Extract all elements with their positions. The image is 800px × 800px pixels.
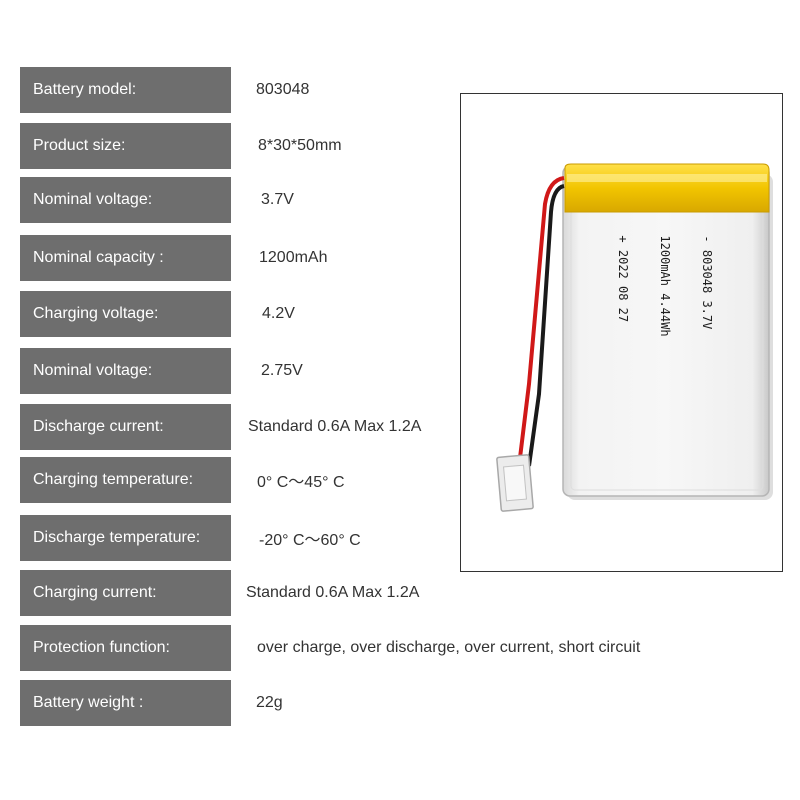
battery-print-line: - 803048 3.7V <box>700 235 714 330</box>
spec-label: Protection function: <box>20 625 231 671</box>
connector-inner <box>503 464 527 502</box>
spec-label: Nominal capacity : <box>20 235 231 281</box>
spec-row-cutoff-voltage: Nominal voltage: 2.75V <box>0 348 800 394</box>
spec-row-charging-voltage: Charging voltage: 4.2V <box>0 291 800 337</box>
spec-value: 1200mAh <box>259 249 328 266</box>
spec-row-nominal-voltage: Nominal voltage: 3.7V <box>0 177 800 223</box>
spec-row-discharge-current: Discharge current: Standard 0.6A Max 1.2… <box>0 404 800 450</box>
spec-row-nominal-capacity: Nominal capacity : 1200mAh <box>0 235 800 281</box>
spec-label: Nominal voltage: <box>20 348 231 394</box>
yellow-tape <box>564 163 770 213</box>
red-wire <box>517 176 565 467</box>
spec-value: 0° C～45° C <box>257 474 345 491</box>
spec-value: -20° C～60° C <box>259 532 361 549</box>
black-wire <box>527 184 565 467</box>
spec-label: Discharge current: <box>20 404 231 450</box>
spec-label: Nominal voltage: <box>20 177 231 223</box>
spec-row-product-size: Product size: 8*30*50mm <box>0 123 800 169</box>
spec-value: over charge, over discharge, over curren… <box>257 639 641 656</box>
spec-row-charging-current: Charging current: Standard 0.6A Max 1.2A <box>0 570 800 616</box>
spec-label: Battery model: <box>20 67 231 113</box>
tape-highlight <box>567 174 767 182</box>
spec-label: Charging voltage: <box>20 291 231 337</box>
battery-illustration <box>496 163 773 512</box>
spec-value: 4.2V <box>262 305 295 322</box>
spec-value: Standard 0.6A Max 1.2A <box>246 584 420 601</box>
spec-label: Charging current: <box>20 570 231 616</box>
spec-label: Discharge temperature: <box>20 515 231 561</box>
spec-row-battery-weight: Battery weight : 22g <box>0 680 800 726</box>
product-photo-frame <box>460 93 783 572</box>
battery-printed-label: - 803048 3.7V 1200mAh 4.44Wh + 2022 08 2… <box>602 235 742 336</box>
spec-row-charging-temperature: Charging temperature: 0° C～45° C <box>0 457 800 503</box>
battery-print-line: + 2022 08 27 <box>616 235 630 323</box>
spec-value: 2.75V <box>261 362 303 379</box>
spec-row-battery-model: Battery model: 803048 <box>0 67 800 113</box>
battery-print-line: 1200mAh 4.44Wh <box>658 235 672 337</box>
spec-value: 803048 <box>256 81 310 98</box>
spec-value: 8*30*50mm <box>258 137 342 154</box>
spec-row-discharge-temperature: Discharge temperature: -20° C～60° C <box>0 515 800 561</box>
spec-value: 22g <box>256 694 283 711</box>
spec-label: Product size: <box>20 123 231 169</box>
spec-label: Charging temperature: <box>20 457 231 503</box>
spec-row-protection-function: Protection function: over charge, over d… <box>0 625 800 671</box>
spec-label: Battery weight : <box>20 680 231 726</box>
spec-value: Standard 0.6A Max 1.2A <box>248 418 422 435</box>
spec-value: 3.7V <box>261 191 294 208</box>
